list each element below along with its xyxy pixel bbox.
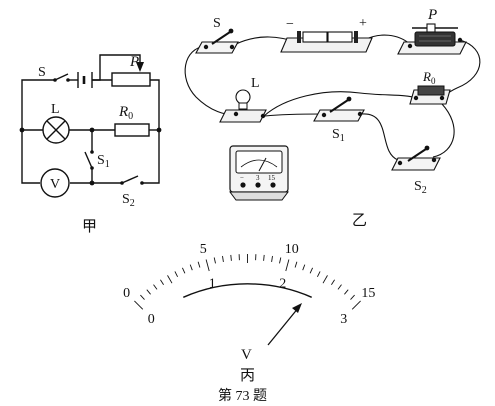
dial-tick	[230, 254, 232, 261]
voltmeter-dial: 0 5 10 15 0 1 2 3 V	[123, 242, 375, 363]
dial-inner-scale-label: 1	[209, 277, 216, 292]
physical-circuit: S − + P L	[184, 7, 481, 201]
physical-switch-s1	[313, 96, 365, 122]
dial-tick	[271, 255, 273, 262]
dial-inner-scale-label: 3	[340, 312, 347, 327]
dial-tick	[160, 279, 164, 286]
label-jia: 甲	[82, 219, 97, 235]
schematic-switch-s	[53, 73, 70, 82]
schematic-rheostat	[111, 72, 151, 87]
meter-terminal-3: 3	[256, 174, 260, 182]
physical-lamp	[219, 89, 267, 123]
dial-outer-scale-label: 0	[123, 286, 130, 301]
dial-scale-arc	[183, 283, 312, 298]
dial-tick	[351, 300, 361, 310]
dial-tick	[285, 259, 290, 272]
figure-caption: 第 73 题	[218, 387, 267, 404]
junction-dot	[89, 180, 95, 186]
dial-outer-scale-label: 15	[361, 286, 375, 301]
schematic-slider-arrow	[136, 62, 144, 72]
label-yi: 乙	[352, 213, 367, 229]
physical-label-s1: S1	[332, 127, 345, 144]
dial-tick	[337, 284, 342, 290]
physical-switch-s	[195, 28, 239, 54]
dial-pointer	[267, 306, 300, 346]
physical-rheostat	[397, 23, 467, 55]
schematic-voltmeter-label: V	[50, 177, 60, 192]
junction-dot	[89, 127, 95, 133]
dial-tick	[294, 261, 298, 268]
dial-outer-scale-label: 5	[200, 242, 207, 257]
schematic-switch-s1	[84, 150, 94, 170]
dial-inner-scale: 0 1 2 3	[148, 277, 347, 327]
schematic-label-s2: S2	[122, 192, 135, 209]
schematic-diagram: S P L R0 S1 V	[19, 54, 162, 209]
schematic-lamp	[42, 116, 70, 144]
dial-tick	[322, 275, 328, 284]
dial-tick	[197, 261, 201, 268]
physical-battery-minus: −	[286, 17, 294, 32]
dial-tick	[153, 284, 158, 290]
schematic-switch-s2	[120, 175, 144, 185]
physical-label-r0: R0	[422, 69, 436, 86]
physical-battery-plus: +	[359, 16, 367, 31]
dial-outer-scale-label: 10	[285, 242, 299, 257]
schematic-voltmeter	[40, 168, 70, 198]
dial-tick	[309, 267, 314, 274]
schematic-battery-symbol	[77, 72, 93, 88]
dial-tick	[140, 294, 145, 300]
meter-terminal-15: 15	[268, 174, 276, 182]
schematic-label-s1: S1	[97, 153, 110, 170]
dial-tick-marks	[134, 254, 361, 310]
dial-outer-scale: 0 5 10 15	[123, 242, 375, 301]
physical-label-s2: S2	[414, 179, 427, 196]
dial-tick	[213, 257, 216, 264]
dial-tick	[181, 267, 186, 274]
junction-dot	[156, 127, 162, 133]
dial-tick	[344, 289, 349, 295]
physical-label-p: P	[427, 7, 437, 23]
schematic-label-s: S	[38, 65, 46, 80]
dial-tick	[331, 279, 335, 286]
dial-inner-scale-label: 0	[148, 312, 155, 327]
dial-tick	[302, 264, 306, 271]
dial-tick	[189, 264, 193, 271]
physical-switch-s2	[391, 145, 441, 171]
physical-battery-holder	[280, 31, 373, 53]
dial-tick	[350, 294, 355, 300]
dial-tick	[222, 255, 224, 262]
junction-dot	[19, 127, 25, 133]
dial-tick	[205, 259, 210, 272]
schematic-label-p: P	[129, 54, 139, 70]
dial-tick	[146, 289, 151, 295]
dial-pointer-tip	[292, 303, 302, 313]
physical-voltmeter	[229, 145, 289, 201]
dial-tick	[263, 254, 265, 261]
schematic-resistor-r0	[114, 123, 150, 137]
schematic-label-r0: R0	[118, 104, 133, 122]
dial-tick	[167, 275, 173, 284]
dial-tick	[174, 271, 179, 278]
dial-unit-label: V	[241, 347, 252, 363]
physical-label-l: L	[251, 76, 260, 91]
dial-inner-scale-label: 2	[279, 277, 286, 292]
label-bing: 丙	[240, 368, 255, 384]
schematic-label-l: L	[51, 102, 60, 117]
dial-tick	[316, 271, 321, 278]
physical-resistor-r0	[409, 85, 451, 105]
physical-label-s: S	[213, 16, 221, 31]
meter-terminal-minus: −	[240, 174, 244, 182]
dial-tick	[279, 257, 282, 264]
dial-tick	[134, 300, 144, 310]
